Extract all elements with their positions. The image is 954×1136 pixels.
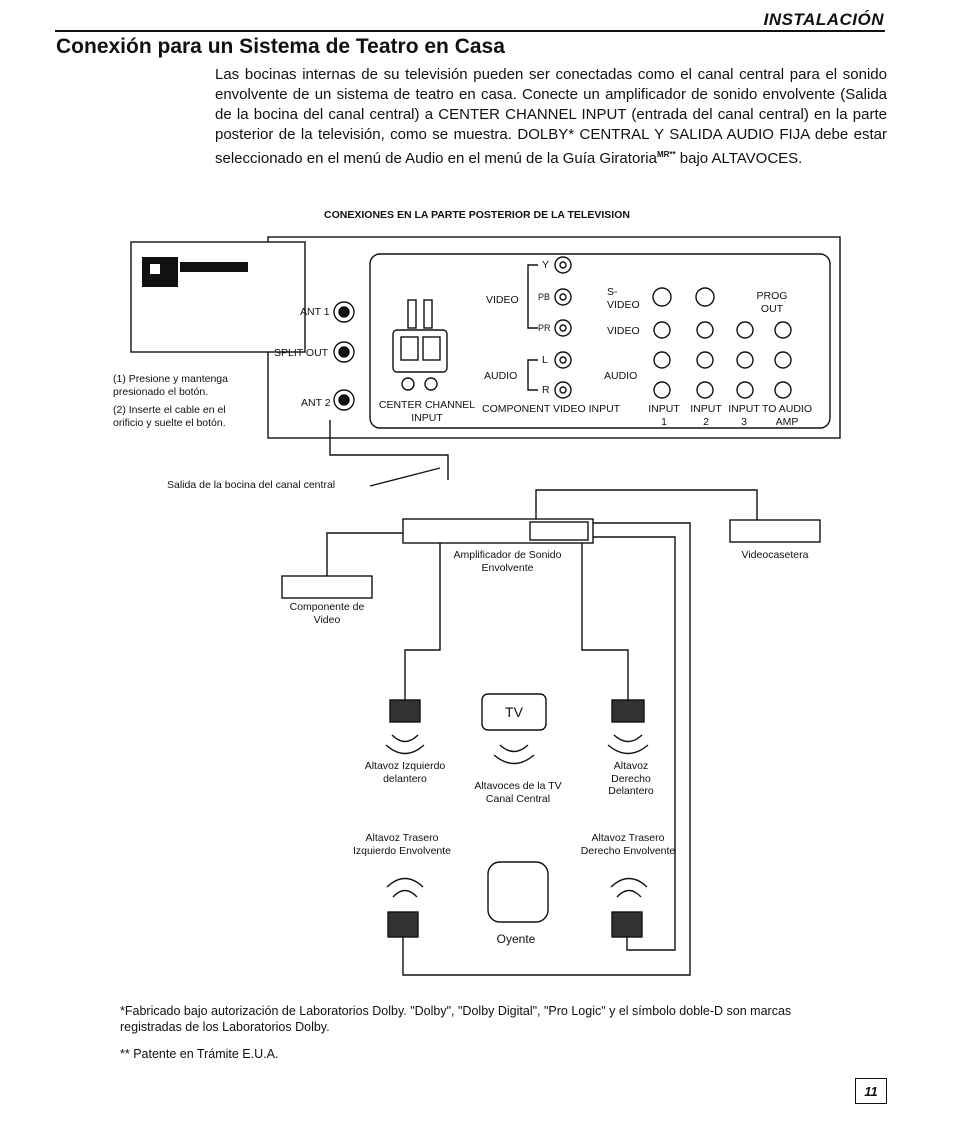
center-channel-label: CENTER CHANNEL INPUT: [378, 399, 476, 424]
y-label: Y: [542, 259, 550, 271]
page-title: Conexión para un Sistema de Teatro en Ca…: [56, 35, 505, 58]
video2-label: VIDEO: [607, 325, 640, 337]
to-audio-amp-label: TO AUDIO AMP: [762, 403, 812, 428]
section-title: INSTALACIÓN: [763, 10, 884, 29]
prog-out-label: PROG OUT: [756, 290, 788, 315]
rear-left-label: Altavoz Trasero Izquierdo Envolvente: [352, 832, 452, 857]
input2-label: INPUT 2: [690, 403, 722, 428]
video-label: VIDEO: [486, 294, 519, 306]
dolby-footnote: *Fabricado bajo autorización de Laborato…: [120, 1004, 792, 1034]
center-speaker-output-label: Salida de la bocina del canal central: [167, 479, 336, 491]
component-video-input-label: COMPONENT VIDEO INPUT: [482, 403, 621, 415]
front-right-label: Altavoz Derecho Delantero: [608, 760, 654, 797]
r-label: R: [542, 384, 550, 396]
component-video-label: Componente de Video: [289, 601, 365, 626]
split-out-label: SPLIT OUT: [274, 347, 329, 359]
front-left-label: Altavoz Izquierdo delantero: [364, 760, 446, 785]
audio2-label: AUDIO: [604, 370, 638, 382]
instruction-2: (2) Inserte el cable en el orificio y su…: [113, 404, 226, 429]
amplifier-label: Amplificador de Sonido Envolvente: [453, 549, 562, 574]
s-video-label: S-VIDEO: [607, 286, 640, 311]
trademark-sup: MR**: [656, 150, 676, 159]
intro-paragraph: Las bocinas internas de su televisión pu…: [215, 66, 887, 167]
input1-label: INPUT 1: [648, 403, 680, 428]
audio-label: AUDIO: [484, 370, 518, 382]
ant1-label: ANT 1: [300, 306, 330, 318]
rear-right-label: Altavoz Trasero Derecho Envolvente: [580, 832, 676, 857]
center-tv-label: Altavoces de la TV Canal Central: [474, 780, 562, 805]
pr-label: PR: [538, 323, 551, 333]
tv-logo: TV: [505, 704, 523, 720]
vcr-label: Videocasetera: [741, 549, 809, 561]
header-rule: [55, 30, 885, 32]
ant2-label: ANT 2: [301, 397, 331, 409]
pb-label: PB: [538, 292, 551, 302]
l-label: L: [542, 354, 548, 366]
diagram-caption: CONEXIONES EN LA PARTE POSTERIOR DE LA T…: [324, 209, 630, 221]
instruction-1: (1) Presione y mantenga presionado el bo…: [113, 373, 228, 398]
patent-footnote: ** Patente en Trámite E.U.A.: [120, 1047, 279, 1061]
page-number: 11: [855, 1078, 887, 1104]
input3-label: INPUT 3: [728, 403, 760, 428]
listener-label: Oyente: [496, 932, 536, 946]
